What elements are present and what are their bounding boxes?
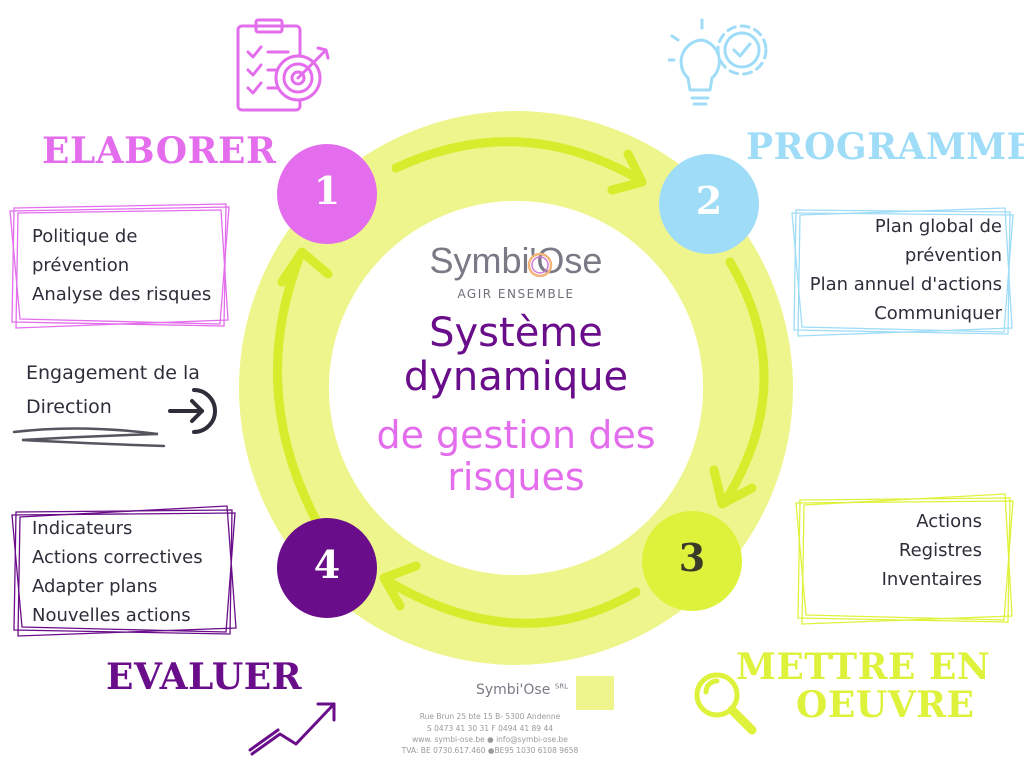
- engagement-text: Engagement de la Direction: [26, 356, 200, 424]
- center-content: Symbi'Ose AGIR ENSEMBLE Système dynamiqu…: [336, 240, 696, 520]
- stage-4-title: EVALUER: [106, 656, 303, 698]
- arrow-3-to-4: [381, 575, 641, 628]
- arrow-1-to-2: [391, 137, 645, 185]
- stage-1-items: Politique de prévention Analyse des risq…: [32, 222, 211, 309]
- center-subtitle-line-1: de gestion des: [376, 413, 656, 457]
- engagement-line-1: Engagement de la: [26, 362, 200, 384]
- arrow-4-to-1: [273, 251, 321, 525]
- arrowhead-3-to-4: [379, 561, 421, 611]
- stage-2-item: prévention: [904, 245, 1002, 266]
- enter-arrow-icon: [168, 388, 217, 434]
- logo-tagline: AGIR ENSEMBLE: [457, 287, 575, 301]
- stage-4-item: Nouvelles actions: [32, 605, 191, 626]
- stage-3-items: Actions Registres Inventaires: [800, 507, 982, 594]
- stage-3-item: Inventaires: [881, 569, 982, 590]
- step-3-number: 3: [678, 535, 706, 580]
- stage-1-item: Politique de: [32, 226, 138, 247]
- footer-color-square: [576, 676, 614, 710]
- stage-1-item: Analyse des risques: [32, 284, 212, 305]
- arrowhead-1-to-2: [607, 149, 647, 195]
- step-4-number: 4: [313, 542, 341, 587]
- footer-address: Rue Brun 25 bte 15 B- 5300 Andenne: [419, 712, 561, 721]
- stage-2-item: Plan global de: [874, 216, 1002, 237]
- step-2-number: 2: [695, 178, 723, 223]
- step-1-number: 1: [313, 168, 341, 213]
- stage-1-title: ELABORER: [42, 130, 277, 172]
- stage-2-items: Plan global de prévention Plan annuel d'…: [790, 212, 1002, 328]
- footer-web: www. symbi-ose.be ● info@symbi-ose.be: [412, 735, 568, 744]
- stage-3-item: Actions: [916, 511, 982, 532]
- center-title-line-1: Système: [429, 310, 603, 356]
- stage-4-item: Indicateurs: [32, 518, 133, 539]
- footer-tva: TVA: BE 0730.617.460 ●BE95 1030 6108 965…: [401, 746, 579, 755]
- arrowhead-4-to-1: [277, 247, 333, 287]
- step-4-circle: 4: [277, 518, 377, 618]
- clipboard-target-icon: [236, 18, 330, 112]
- footer: Symbi'Ose SRL Rue Brun 25 bte 15 B- 5300…: [400, 674, 640, 764]
- arrowhead-2-to-3: [709, 465, 757, 509]
- step-3-circle: 3: [642, 511, 742, 611]
- footer-brand: Symbi'Ose SRL: [438, 682, 568, 698]
- stage-4-item: Actions correctives: [32, 547, 203, 568]
- stage-2-title: PROGRAMMER: [746, 126, 1024, 168]
- center-title-line-2: dynamique: [403, 354, 629, 400]
- lightbulb-gear-icon: [668, 18, 768, 106]
- stage-4-item: Adapter plans: [32, 576, 158, 597]
- stage-2-item: Plan annuel d'actions: [809, 274, 1002, 295]
- logo-o-mark: [527, 252, 553, 278]
- center-subtitle-line-2: risques: [447, 455, 585, 499]
- logo-name: Symbi'Ose: [429, 240, 603, 281]
- magnifier-icon: [694, 672, 757, 735]
- footer-phones: S 0473 41 30 31 F 0494 41 89 44: [427, 724, 553, 733]
- stage-4-items: Indicateurs Actions correctives Adapter …: [32, 514, 203, 630]
- footer-suffix: SRL: [554, 682, 568, 691]
- footer-company: Symbi'Ose: [475, 682, 551, 698]
- trend-arrow-icon: [248, 702, 336, 756]
- stage-3-title-line-1: METTRE EN: [736, 646, 991, 688]
- engagement-line-2: Direction: [26, 396, 112, 418]
- scribble-underline: [12, 427, 166, 448]
- step-2-circle: 2: [659, 154, 759, 254]
- stage-1-item: prévention: [32, 255, 130, 276]
- stage-3-item: Registres: [898, 540, 982, 561]
- stage-3-title-line-2: OEUVRE: [796, 684, 975, 726]
- stage-2-item: Communiquer: [874, 303, 1002, 324]
- step-1-circle: 1: [277, 144, 377, 244]
- arrow-2-to-3: [721, 257, 769, 505]
